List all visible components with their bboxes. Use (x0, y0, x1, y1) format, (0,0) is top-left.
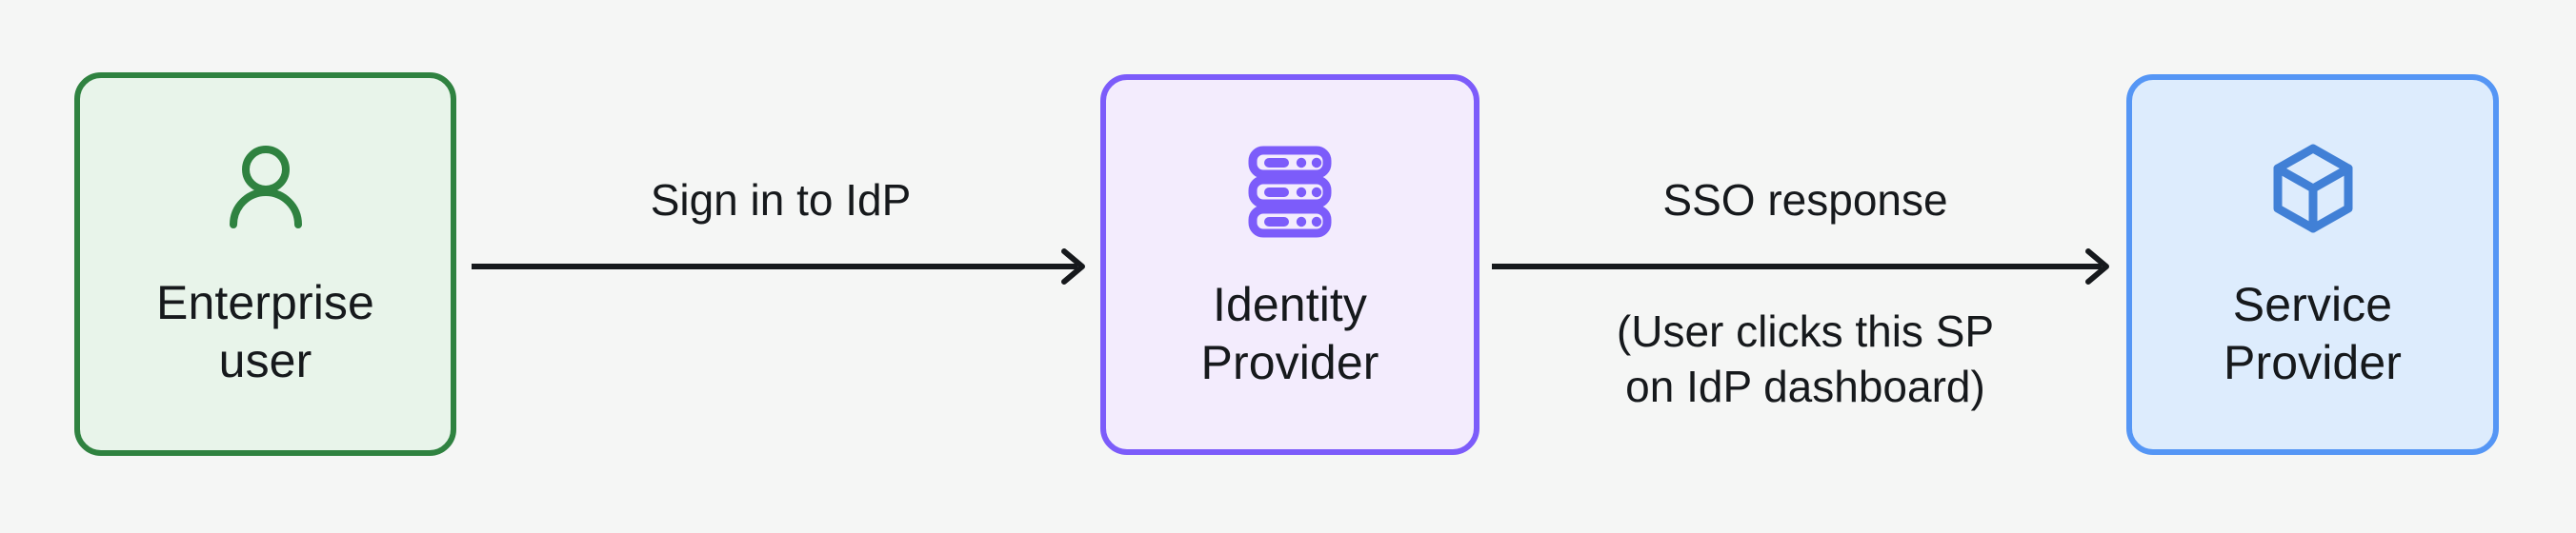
arrow-user-to-idp (472, 246, 1091, 287)
server-rack-icon (1240, 139, 1339, 238)
edge-label-sso-response: SSO response (1662, 175, 1948, 225)
edge-label-user-clicks-this-sp: (User clicks this SP on IdP dashboard) (1616, 306, 1995, 411)
edge-label-sign-in-to-idp: Sign in to IdP (650, 175, 912, 225)
node-enterprise-user[interactable]: Enterprise user (74, 72, 456, 456)
cube-icon (2264, 139, 2363, 238)
person-icon (216, 137, 315, 236)
arrow-idp-to-sp (1492, 246, 2121, 287)
node-identity-provider[interactable]: Identity Provider (1100, 74, 1479, 455)
node-service-provider[interactable]: Service Provider (2126, 74, 2499, 455)
node-label-enterprise-user: Enterprise user (156, 276, 374, 387)
node-label-service-provider: Service Provider (2224, 278, 2402, 389)
node-label-identity-provider: Identity Provider (1200, 278, 1379, 389)
